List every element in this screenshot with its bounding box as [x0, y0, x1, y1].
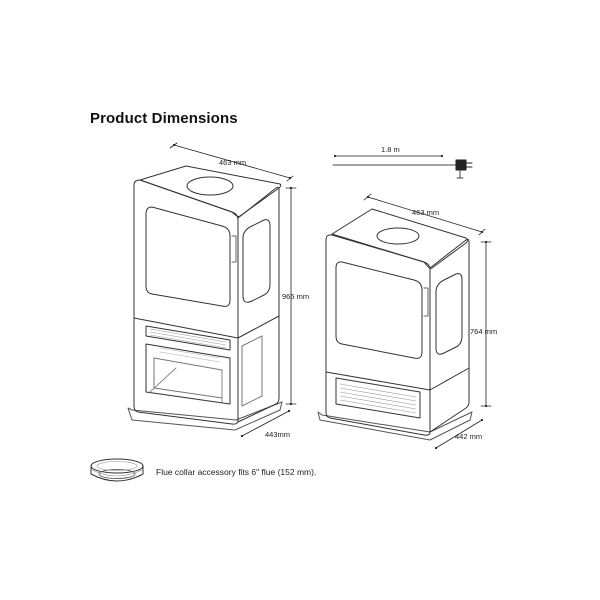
short-stove-drawing: [317, 208, 473, 441]
short-stove-dimension-lines: [363, 193, 492, 450]
tall-stove-dimension-lines: [169, 142, 297, 438]
cord-length-label: 1.8 m: [381, 145, 400, 154]
flue-collar-drawing: [90, 458, 144, 482]
power-cord-drawing: [332, 159, 473, 179]
page-title: Product Dimensions: [90, 110, 238, 127]
tall-stove-depth-label: 443mm: [265, 430, 290, 439]
tall-stove-width-label: 463 mm: [219, 158, 246, 167]
short-stove-depth-label: 442 mm: [455, 432, 482, 441]
tall-stove-height-label: 965 mm: [282, 292, 309, 301]
short-stove-height-label: 764 mm: [470, 327, 497, 336]
flue-collar-note: Flue collar accessory fits 6" flue (152 …: [156, 467, 317, 477]
short-stove-width-label: 463 mm: [412, 208, 439, 217]
tall-stove-drawing: [127, 165, 283, 431]
